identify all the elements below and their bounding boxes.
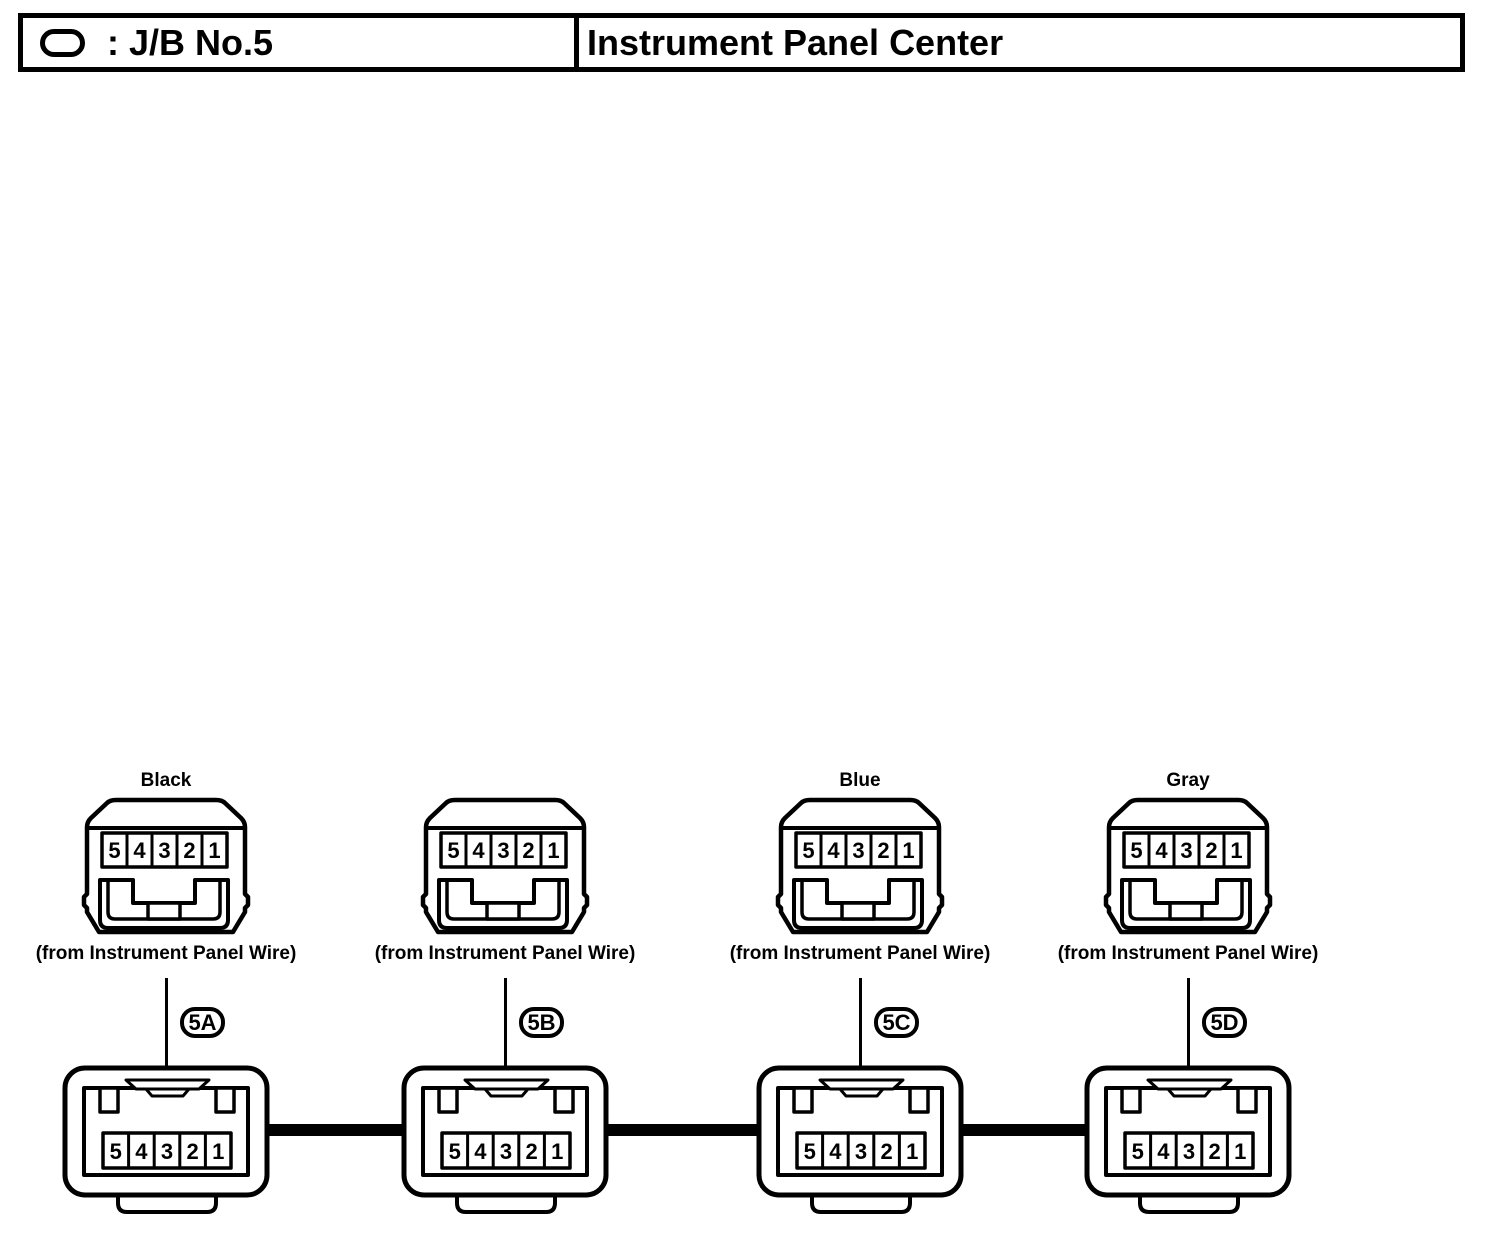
pin-number: 3	[500, 1139, 512, 1164]
connector-id: 5C	[882, 1009, 911, 1035]
pin-number: 4	[1155, 838, 1168, 863]
bottom-connector-4: 5 4 3 2 1	[1085, 1066, 1291, 1218]
pin-number: 3	[1183, 1139, 1195, 1164]
connector-color-label: Gray	[1166, 770, 1210, 791]
pin-number: 1	[212, 1139, 224, 1164]
connector-caption: (from Instrument Panel Wire)	[35, 943, 297, 964]
connector-id: 5A	[188, 1009, 217, 1035]
wire-line	[165, 978, 168, 1068]
pin-number: 3	[497, 838, 509, 863]
pin-number: 2	[525, 1139, 537, 1164]
connector-id-badge: 5C	[874, 1007, 919, 1038]
connector-id-badge: 5D	[1202, 1007, 1247, 1038]
pin-number: 4	[829, 1139, 842, 1164]
page-title: Instrument Panel Center	[587, 21, 1004, 63]
bus-bar-2	[598, 1124, 766, 1136]
connector-shell	[84, 800, 248, 932]
pin-number: 4	[133, 838, 146, 863]
pin-number: 4	[472, 838, 485, 863]
pin-number: 1	[547, 838, 559, 863]
pin-number: 4	[1157, 1139, 1170, 1164]
pin-number: 1	[551, 1139, 563, 1164]
pin-number: 1	[1230, 838, 1242, 863]
top-connector-2: 5 4 3 2 1	[422, 798, 588, 938]
pin-number: 5	[449, 1139, 461, 1164]
header-title-cell: Instrument Panel Center	[574, 18, 1460, 67]
pin-number: 3	[852, 838, 864, 863]
bus-bar-3	[953, 1124, 1095, 1136]
pin-number: 5	[110, 1139, 122, 1164]
connector-color-label	[405, 770, 605, 792]
pin-number: 2	[1208, 1139, 1220, 1164]
pin-number: 5	[802, 838, 814, 863]
top-connector-3: 5 4 3 2 1	[777, 798, 943, 938]
connector-shell	[778, 800, 942, 932]
header-table: : J/B No.5 Instrument Panel Center	[18, 13, 1465, 72]
connector-caption: (from Instrument Panel Wire)	[729, 943, 991, 964]
pin-number: 4	[135, 1139, 148, 1164]
pin-number: 4	[827, 838, 840, 863]
connector-id: 5B	[527, 1009, 556, 1035]
pin-number: 2	[183, 838, 195, 863]
connector-id: 5D	[1210, 1009, 1239, 1035]
pin-number: 5	[108, 838, 120, 863]
pin-number: 5	[1132, 1139, 1144, 1164]
pin-number: 5	[804, 1139, 816, 1164]
bottom-connector-2: 5 4 3 2 1	[402, 1066, 608, 1218]
pin-number: 3	[855, 1139, 867, 1164]
header-symbol-label: : J/B No.5	[107, 21, 274, 63]
pin-number: 3	[1180, 838, 1192, 863]
pin-number: 1	[906, 1139, 918, 1164]
wire-line	[1187, 978, 1190, 1068]
connector-caption: (from Instrument Panel Wire)	[1057, 943, 1319, 964]
pin-number: 2	[877, 838, 889, 863]
bottom-connector-1: 5 4 3 2 1	[63, 1066, 269, 1218]
pin-number: 5	[1130, 838, 1142, 863]
pin-number: 2	[880, 1139, 892, 1164]
pin-number: 2	[1205, 838, 1217, 863]
connector-color-label: Blue	[839, 770, 881, 791]
header-symbol-cell: : J/B No.5	[23, 18, 574, 67]
pin-number: 4	[474, 1139, 487, 1164]
pin-number: 2	[186, 1139, 198, 1164]
connector-id-badge: 5A	[180, 1007, 225, 1038]
pin-number: 3	[158, 838, 170, 863]
junction-block-oval-icon	[40, 28, 85, 57]
top-connector-4: 5 4 3 2 1	[1105, 798, 1271, 938]
bottom-connector-3: 5 4 3 2 1	[757, 1066, 963, 1218]
bus-bar-1	[259, 1124, 412, 1136]
pin-number: 1	[1234, 1139, 1246, 1164]
wire-line	[859, 978, 862, 1068]
pin-number: 5	[447, 838, 459, 863]
pin-number: 1	[902, 838, 914, 863]
connector-shell	[423, 800, 587, 932]
pin-number: 1	[208, 838, 220, 863]
connector-caption: (from Instrument Panel Wire)	[374, 943, 636, 964]
connector-shell	[1106, 800, 1270, 932]
pin-number: 2	[522, 838, 534, 863]
wire-line	[504, 978, 507, 1068]
pin-number: 3	[161, 1139, 173, 1164]
connector-color-label: Black	[140, 770, 192, 791]
top-connector-1: 5 4 3 2 1	[83, 798, 249, 938]
connector-id-badge: 5B	[519, 1007, 564, 1038]
